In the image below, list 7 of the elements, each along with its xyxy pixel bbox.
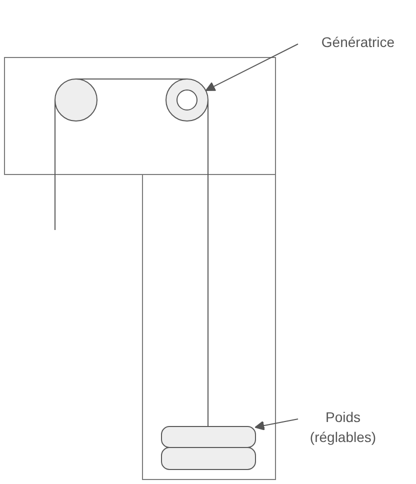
weight-plate: [161, 426, 256, 448]
leader-arrow: [205, 44, 298, 91]
weight-plate: [161, 447, 256, 470]
leader-arrow: [254, 418, 298, 430]
generator-wheel: [166, 78, 208, 122]
callout-label: Poids (réglables): [300, 407, 386, 447]
callout-label: Génératrice: [300, 32, 416, 52]
